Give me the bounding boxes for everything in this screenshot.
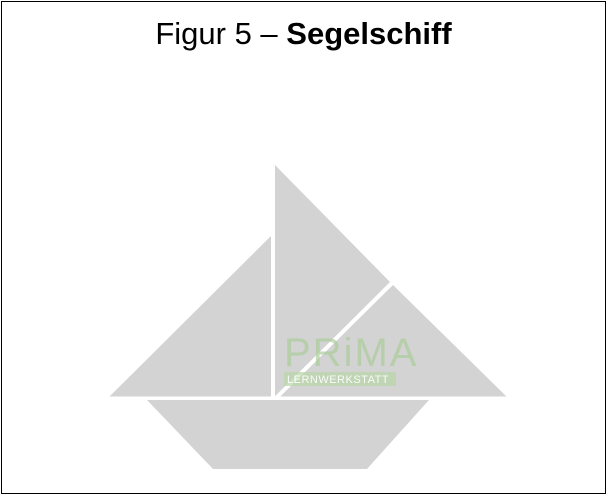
prima-logo: PRiMA LERNWERKSTATT — [284, 331, 418, 386]
right-sail-piece — [278, 285, 507, 397]
figure-title-emphasis: Segelschiff — [286, 16, 452, 51]
main-sail-piece — [275, 165, 390, 397]
logo-tagline-band — [284, 372, 396, 386]
hull-piece — [147, 400, 429, 469]
left-sail-piece — [109, 236, 271, 397]
logo-word: PRiMA — [284, 331, 418, 375]
figure-title-prefix: Figur 5 – — [155, 16, 287, 51]
figure-title: Figur 5 – Segelschiff — [0, 16, 607, 52]
logo-tagline: LERNWERKSTATT — [287, 374, 389, 386]
